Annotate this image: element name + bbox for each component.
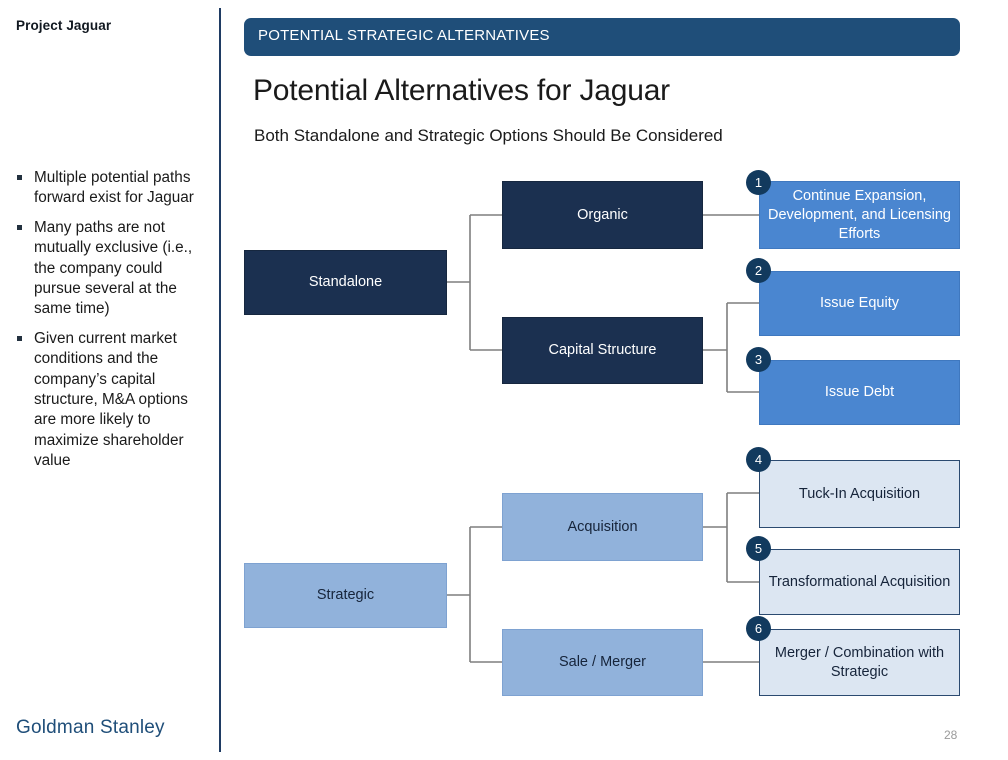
node-issue-equity[interactable]: Issue Equity — [759, 271, 960, 336]
page-subtitle: Both Standalone and Strategic Options Sh… — [254, 126, 723, 145]
bullet-marker-icon — [17, 175, 22, 180]
badge-number: 3 — [754, 352, 763, 367]
node-label: Transformational Acquisition — [768, 573, 951, 590]
list-item-text: Many paths are not mutually exclusive (i… — [34, 218, 193, 318]
node-label: Issue Debt — [824, 384, 895, 400]
list-item: Given current market conditions and the … — [14, 329, 210, 472]
node-sale-merger[interactable]: Sale / Merger — [502, 629, 703, 696]
bullet-marker-icon — [17, 335, 22, 341]
node-label: Organic — [577, 206, 628, 223]
list-item: Many paths are not mutually exclusive (i… — [14, 218, 210, 320]
badge-4: 4 — [746, 447, 771, 472]
node-capital-structure[interactable]: Capital Structure — [502, 317, 703, 384]
badge-number: 1 — [754, 175, 763, 190]
node-strategic[interactable]: Strategic — [244, 563, 447, 628]
node-tuck-in-acquisition[interactable]: Tuck-In Acquisition — [759, 460, 960, 528]
list-item-text: Multiple potential paths forward exist f… — [34, 169, 194, 207]
node-issue-debt[interactable]: Issue Debt — [759, 360, 960, 425]
badge-number: 2 — [754, 263, 763, 278]
page-number: 28 — [944, 728, 958, 742]
node-continue-expansion[interactable]: Continue Expansion, Development, and Lic… — [759, 181, 960, 249]
badge-number: 4 — [754, 452, 763, 467]
badge-5: 5 — [746, 536, 771, 561]
node-label: Issue Equity — [820, 295, 899, 311]
node-transformational-acquisition[interactable]: Transformational Acquisition — [759, 549, 960, 615]
node-label: Standalone — [308, 274, 383, 290]
project-title: Project Jaguar — [16, 18, 112, 33]
footer-brand: Goldman Stanley — [16, 717, 165, 738]
list-item: Multiple potential paths forward exist f… — [14, 168, 210, 209]
badge-1: 1 — [746, 170, 771, 195]
badge-number: 6 — [754, 621, 763, 636]
node-label: Capital Structure — [548, 342, 657, 358]
badge-number: 5 — [754, 541, 763, 556]
section-banner-label: POTENTIAL STRATEGIC ALTERNATIVES — [258, 27, 550, 44]
node-label: Acquisition — [567, 518, 638, 535]
node-label: Continue Expansion, Development, and Lic… — [768, 187, 951, 242]
sidebar-divider — [219, 8, 221, 752]
badge-2: 2 — [746, 258, 771, 283]
node-organic[interactable]: Organic — [502, 181, 703, 249]
list-item-text: Given current market conditions and the … — [34, 329, 188, 470]
node-acquisition[interactable]: Acquisition — [502, 493, 703, 561]
page-title: Potential Alternatives for Jaguar — [253, 74, 670, 107]
bullet-marker-icon — [17, 224, 22, 230]
node-label: Merger / Combination with Strategic — [774, 644, 945, 680]
node-label: Tuck-In Acquisition — [798, 485, 921, 502]
node-label: Strategic — [316, 587, 375, 603]
section-banner: POTENTIAL STRATEGIC ALTERNATIVES — [244, 18, 960, 56]
badge-6: 6 — [746, 616, 771, 641]
sidebar-bullet-list: Multiple potential paths forward exist f… — [14, 168, 210, 481]
node-merger-combination[interactable]: Merger / Combination with Strategic — [759, 629, 960, 696]
badge-3: 3 — [746, 347, 771, 372]
node-standalone[interactable]: Standalone — [244, 250, 447, 315]
sidebar: Project Jaguar Multiple potential paths … — [0, 0, 220, 760]
node-label: Sale / Merger — [558, 654, 647, 670]
